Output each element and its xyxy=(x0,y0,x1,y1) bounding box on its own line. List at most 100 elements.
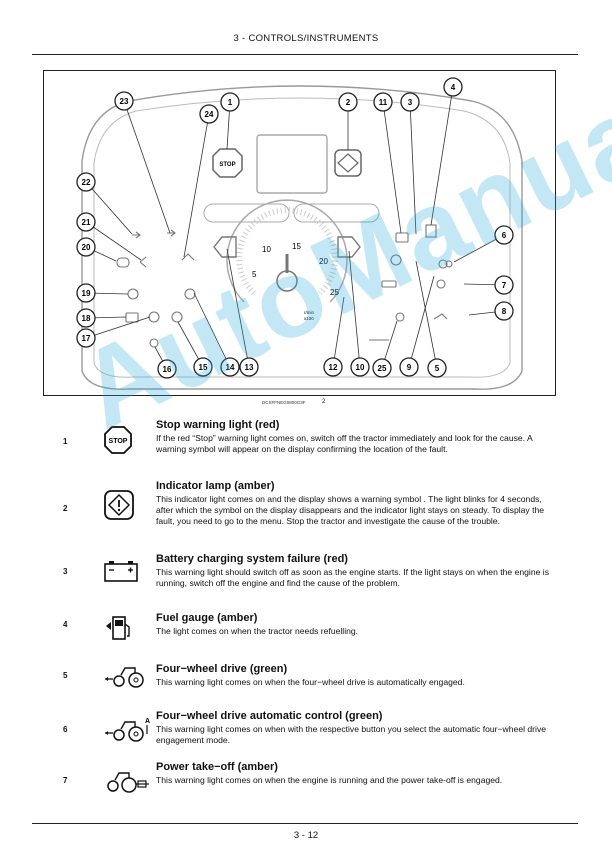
callout-14: 14 xyxy=(220,357,240,377)
figure-number: 2 xyxy=(322,399,326,405)
gauge-tick-20: 20 xyxy=(319,257,328,266)
callout-label: 6 xyxy=(502,231,507,240)
page-header: 3 - CONTROLS/INSTRUMENTS xyxy=(233,33,379,44)
callout-22: 22 xyxy=(76,172,96,192)
entry-description: This warning light comes on when the fou… xyxy=(156,677,465,687)
callout-label: 19 xyxy=(82,289,91,298)
callout-leaders xyxy=(85,86,505,370)
callout-label: 20 xyxy=(82,243,91,252)
callout-label: 21 xyxy=(82,218,91,227)
entry-title: Battery charging system failure (red) xyxy=(156,553,348,565)
right-bar xyxy=(293,203,380,223)
entry-description: If the red “Stop” warning light comes on… xyxy=(156,433,533,455)
callout-label: 12 xyxy=(329,363,338,372)
callout-label: 11 xyxy=(379,98,388,107)
callout-25: 25 xyxy=(372,358,392,378)
entry-number: 6 xyxy=(63,725,68,734)
dashboard-inner-outline xyxy=(93,97,511,378)
callout-label: 1 xyxy=(228,98,233,107)
entry-title: Fuel gauge (amber) xyxy=(156,612,258,624)
callout-label: 3 xyxy=(408,98,413,107)
callout-18: 18 xyxy=(76,308,96,328)
callout-16: 16 xyxy=(157,359,177,379)
entry-number: 3 xyxy=(63,567,68,576)
callout-label: 17 xyxy=(82,334,91,343)
callout-11: 11 xyxy=(373,92,393,112)
callout-label: 8 xyxy=(502,307,507,316)
entry-number: 2 xyxy=(63,504,68,513)
four-wheel-drive-icon xyxy=(103,664,147,695)
callout-label: 15 xyxy=(199,363,208,372)
callout-13: 13 xyxy=(239,357,259,377)
footer-rule xyxy=(32,823,578,824)
stop-icon-label: STOP xyxy=(109,438,128,445)
left-arrow-key xyxy=(213,236,237,258)
panel-warning-lights xyxy=(116,224,453,348)
indicator-lamp-icon xyxy=(103,489,135,526)
callout-label: 18 xyxy=(82,314,91,323)
callout-17: 17 xyxy=(76,328,96,348)
entry-number: 7 xyxy=(63,776,68,785)
figure-code: DCSFFNEG0800G3F xyxy=(262,400,306,405)
stop-button-shape xyxy=(212,148,243,178)
callout-label: 23 xyxy=(120,97,129,106)
gauge-tick-10: 10 xyxy=(262,245,271,254)
callout-9: 9 xyxy=(399,357,419,377)
callout-12: 12 xyxy=(323,357,343,377)
right-arrow-key xyxy=(337,236,361,258)
callout-19: 19 xyxy=(76,283,96,303)
stop-warning-icon: STOP xyxy=(103,425,133,460)
callout-label: 2 xyxy=(346,98,351,107)
callout-10: 10 xyxy=(350,357,370,377)
callout-label: 16 xyxy=(163,365,172,374)
gauge-tick-5: 5 xyxy=(252,270,257,279)
callout-label: 22 xyxy=(82,178,91,187)
callout-label: 13 xyxy=(245,363,254,372)
entry-description: This warning light comes on when the eng… xyxy=(156,775,503,785)
dashboard-outline xyxy=(81,85,523,390)
callout-label: 7 xyxy=(502,281,507,290)
callout-21: 21 xyxy=(76,212,96,232)
callout-23: 23 xyxy=(114,91,134,111)
rpm-gauge: 5 10 15 20 25 r/min x100 xyxy=(226,199,348,321)
callout-15: 15 xyxy=(193,357,213,377)
callout-label: 4 xyxy=(451,83,456,92)
entry-title: Stop warning light (red) xyxy=(156,419,280,431)
entry-title: Indicator lamp (amber) xyxy=(156,480,275,492)
entry-number: 4 xyxy=(63,620,68,629)
four-wheel-drive-auto-icon: A xyxy=(103,714,151,747)
callout-6: 6 xyxy=(494,225,514,245)
entry-title: Power take−off (amber) xyxy=(156,761,278,773)
callout-4: 4 xyxy=(443,77,463,97)
callout-label: 10 xyxy=(356,363,365,372)
gauge-tick-25: 25 xyxy=(330,288,339,297)
instrument-panel-figure: STOP 5 10 15 20 25 r/min x100 xyxy=(43,70,556,396)
callout-2: 2 xyxy=(338,92,358,112)
callout-24: 24 xyxy=(199,104,219,124)
entry-description: This indicator light comes on and the di… xyxy=(156,494,545,527)
callout-label: 14 xyxy=(226,363,235,372)
callout-1: 1 xyxy=(220,92,240,112)
callout-label: 9 xyxy=(407,363,412,372)
center-display xyxy=(256,134,328,194)
header-rule xyxy=(32,54,578,55)
callout-label: 24 xyxy=(205,110,214,119)
gauge-unit-rmin: r/min xyxy=(304,310,314,315)
callout-3: 3 xyxy=(400,92,420,112)
power-take-off-icon xyxy=(103,766,151,799)
left-bar xyxy=(203,203,290,223)
entry-description: This warning light comes on when with th… xyxy=(156,724,547,746)
page-number: 3 - 12 xyxy=(293,830,319,841)
battery-icon xyxy=(103,559,139,588)
gauge-tick-15: 15 xyxy=(292,242,301,251)
instrument-panel-drawing: STOP 5 10 15 20 25 r/min x100 xyxy=(76,77,523,390)
entry-title: Four−wheel drive automatic control (gree… xyxy=(156,710,383,722)
fuel-pump-icon xyxy=(103,614,133,647)
callout-7: 7 xyxy=(494,275,514,295)
callout-label: 25 xyxy=(378,364,387,373)
entry-description: The light comes on when the tractor need… xyxy=(156,626,359,636)
gauge-unit-x100: x100 xyxy=(304,316,314,321)
entry-title: Four−wheel drive (green) xyxy=(156,663,288,675)
callout-5: 5 xyxy=(427,358,447,378)
